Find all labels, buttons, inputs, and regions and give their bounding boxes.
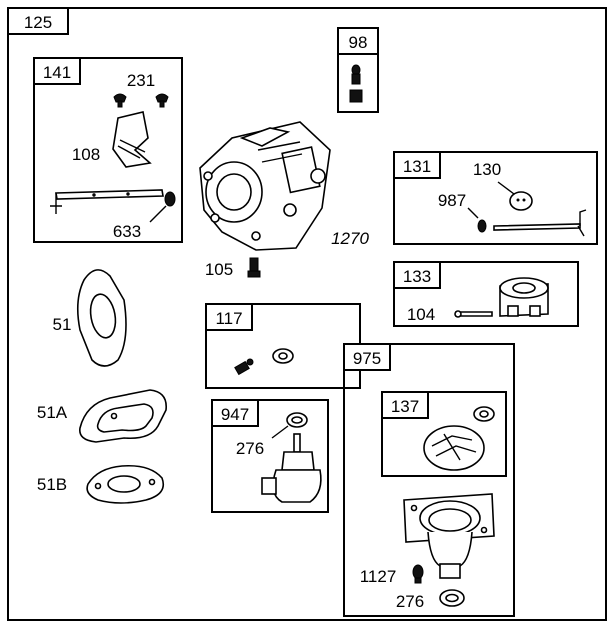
leader-276-top	[271, 425, 289, 439]
oring-276-top-icon	[286, 412, 308, 428]
leader-130	[497, 181, 515, 195]
rod-131-icon	[493, 209, 587, 237]
gasket-51a-icon	[79, 389, 167, 443]
kit-number-133: 133	[403, 267, 431, 286]
leader-987	[467, 207, 479, 219]
plug-130-icon	[509, 191, 533, 211]
carburetor-body-icon[interactable]	[199, 121, 331, 251]
screw-231-left-icon	[113, 93, 127, 108]
part-number-987: 987	[438, 191, 466, 210]
plate-108-icon	[112, 111, 152, 168]
gasket-51-icon	[76, 269, 127, 367]
washer-137-icon	[473, 406, 495, 422]
kit-number-947: 947	[221, 405, 249, 424]
kit-box-975[interactable]: 975 137 1127	[343, 343, 515, 617]
leader-633	[149, 205, 167, 223]
kit-box-141[interactable]: 141 231 108 633	[33, 57, 183, 243]
part-number-108: 108	[72, 145, 100, 164]
oring-276-bottom-icon	[439, 589, 465, 607]
part-number-633: 633	[113, 222, 141, 241]
part-number-231: 231	[127, 71, 155, 90]
kit-box-133[interactable]: 133 104	[393, 261, 579, 327]
kit-number-117: 117	[215, 309, 242, 328]
part-number-130: 130	[473, 160, 501, 179]
pin-icon	[349, 64, 363, 103]
shaft-icon	[50, 189, 164, 214]
float-bowl-icon	[403, 493, 495, 579]
kit-tag-125[interactable]: 125	[7, 7, 69, 35]
kit-number-975: 975	[353, 349, 381, 368]
kit-box-947[interactable]: 947 276	[211, 399, 329, 513]
part-number-105: 105	[205, 260, 233, 279]
part-number-104: 104	[407, 305, 435, 324]
pin-104-icon	[454, 310, 493, 318]
part-number-51a: 51A	[37, 403, 68, 422]
kit-box-117[interactable]: 117	[205, 303, 361, 389]
kit-number-98: 98	[349, 33, 368, 52]
part-number-51: 51	[53, 315, 72, 334]
outer-frame	[7, 7, 607, 621]
part-number-276-top: 276	[236, 439, 264, 458]
gasket-51b-icon	[86, 464, 165, 504]
gasket-137-icon	[423, 425, 485, 471]
part-number-51b: 51B	[37, 475, 67, 494]
float-133-icon	[499, 277, 549, 317]
kit-box-98[interactable]: 98	[337, 27, 379, 113]
kit-number-137: 137	[391, 397, 419, 416]
kit-number-131: 131	[403, 157, 431, 176]
screw-633-icon	[164, 191, 176, 207]
kit-number-141: 141	[43, 63, 71, 82]
kit-number-125: 125	[24, 13, 52, 32]
screw-1127-icon	[412, 564, 424, 584]
washer-117-icon	[272, 348, 294, 364]
part-number-276-bottom: 276	[396, 592, 424, 611]
kit-box-137[interactable]: 137	[381, 391, 507, 477]
part-number-1127: 1127	[360, 567, 397, 586]
screw-987-icon	[477, 219, 487, 233]
kit-box-131[interactable]: 131 130 987	[393, 151, 598, 245]
screw-231-right-icon	[155, 93, 169, 108]
screw-105-icon	[247, 257, 261, 278]
screw-117-icon	[234, 358, 254, 376]
solenoid-947-icon	[261, 433, 322, 503]
part-number-1270: 1270	[331, 229, 369, 248]
